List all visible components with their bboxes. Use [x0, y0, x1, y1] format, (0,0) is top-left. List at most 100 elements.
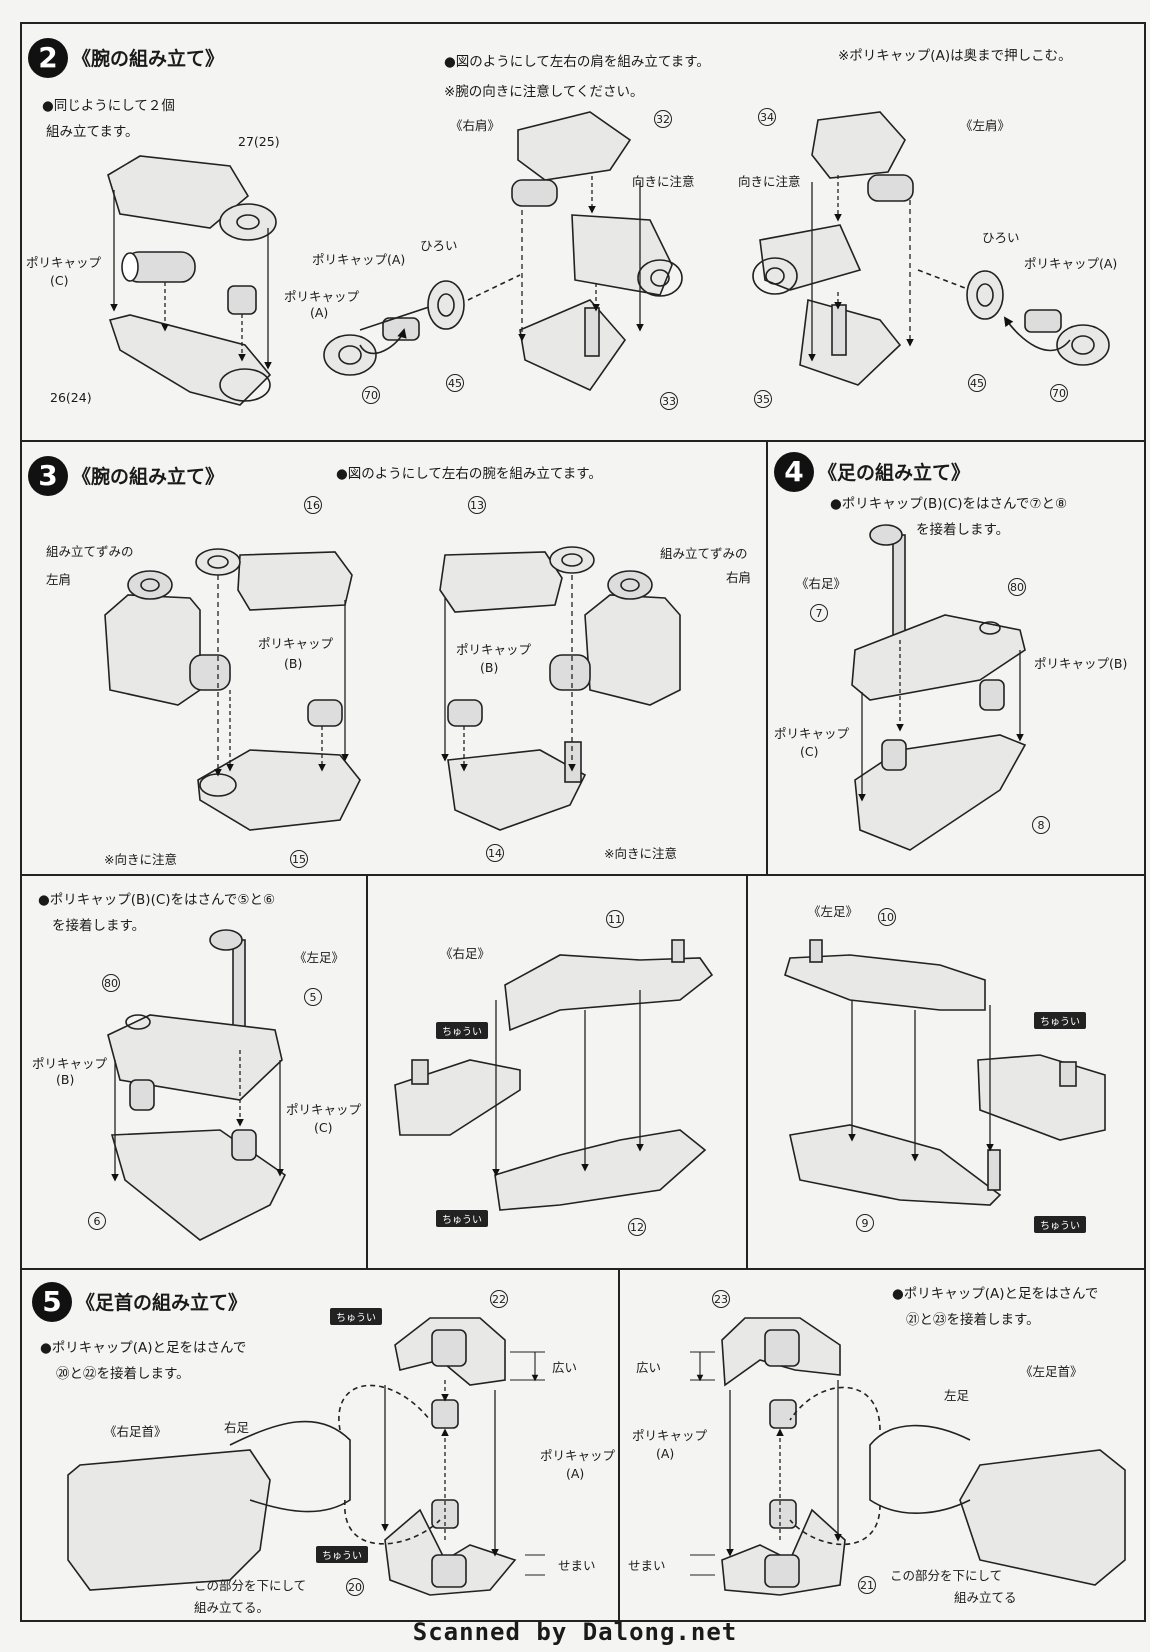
label-wide-right: ひろい [420, 238, 458, 253]
polycap-c-part [121, 251, 196, 283]
s4b-note-1: ●ポリキャップ(B)(C)をはさんで⑤と⑥ [38, 892, 276, 908]
polycap-b-right [447, 699, 483, 727]
arm-part-13 [439, 546, 595, 613]
right-shoulder-base-33 [519, 299, 627, 392]
part-num-6: 6 [88, 1212, 106, 1230]
left-part-45-cap [966, 270, 1004, 320]
assembled-right-shoulder [549, 570, 681, 706]
part-45-cap [427, 280, 465, 330]
label-polycap-b-s4: ポリキャップ(B) [1034, 656, 1128, 671]
label-left-leg-c: 《左足》 [808, 904, 859, 919]
right-foot-block [67, 1420, 351, 1591]
label-right-foot: 右足 [224, 1420, 250, 1435]
part-num-33: 33 [660, 392, 678, 410]
s5b-note-1: ●ポリキャップ(A)と足をはさんで [892, 1286, 1099, 1302]
foot-block-left [977, 1054, 1106, 1141]
label-polycap-a-s5b: ポリキャップ [632, 1428, 708, 1443]
label-polycap-c-r3-2: (C) [314, 1120, 333, 1135]
leg-part-80-right [869, 524, 906, 636]
label-polycap-c-r3: ポリキャップ [286, 1102, 362, 1117]
section-5-title: 《足首の組み立て》 [76, 1292, 248, 1314]
arm-part-16 [195, 548, 353, 611]
label-caution-left: ※向きに注意 [104, 852, 177, 867]
label-polycap-b-r3: ポリキャップ [32, 1056, 108, 1071]
right-shoulder-part-32 [511, 111, 632, 207]
label-left-shoulder: 《左肩》 [960, 118, 1011, 133]
caution-tag-r2: ちゅうい [436, 1210, 488, 1227]
part-num-5: 5 [304, 988, 322, 1006]
part-num-9: 9 [856, 1214, 874, 1232]
s5b-note-2: ㉑と㉓を接着します。 [906, 1312, 1040, 1328]
label-face-down-l1: この部分を下にして [890, 1568, 1003, 1583]
left-shoulder-block [752, 224, 862, 295]
part-num-45b: 45 [968, 374, 986, 392]
leg-part-6 [110, 1129, 287, 1241]
label-narrow-s5b: せまい [628, 1558, 666, 1573]
part-num-70a: 70 [362, 386, 380, 404]
s2-note-repeat: ●同じようにして２個 [42, 98, 175, 114]
part-num-20: 20 [346, 1578, 364, 1596]
arm-part-lower [108, 314, 272, 406]
divider-row3 [20, 1268, 1146, 1270]
caution-tag-l2: ちゅうい [1034, 1216, 1086, 1233]
right-shoulder-block [571, 214, 683, 297]
divider-row2 [20, 874, 1146, 876]
label-polycap-b-r3-2: (B) [56, 1072, 75, 1087]
section-3-number: 3 [28, 456, 68, 496]
divider-s3-s4 [766, 440, 768, 874]
label-polycap-c-2: (C) [50, 273, 69, 288]
caution-tag-s5-1: ちゅうい [330, 1308, 382, 1325]
label-face-down-r2: 組み立てる。 [194, 1600, 270, 1615]
part-num-34: 34 [758, 108, 776, 126]
label-assembled-left-1: 組み立てずみの [46, 544, 134, 559]
polycap-b-leg [979, 679, 1005, 711]
ankle-polycap-a-l2 [769, 1499, 797, 1529]
s4b-note-2: を接着します。 [52, 918, 146, 934]
label-polycap-a-s5-2: (A) [566, 1466, 585, 1481]
label-face-down-l2: 組み立てる [954, 1590, 1017, 1605]
label-polycap-c-s4: ポリキャップ [774, 726, 850, 741]
label-polycap-a: ポリキャップ [284, 289, 360, 304]
label-right-ankle: 《右足首》 [104, 1424, 167, 1439]
caution-tag-r1: ちゅうい [436, 1022, 488, 1039]
polycap-b-left [307, 699, 343, 727]
arm-part-15 [197, 749, 361, 831]
section-2-title: 《腕の組み立て》 [72, 48, 225, 70]
arm-part-upper [107, 155, 277, 241]
part-num-35: 35 [754, 390, 772, 408]
part-num-8: 8 [1032, 816, 1050, 834]
ankle-part-22 [394, 1317, 506, 1386]
ankle-polycap-a-r1 [431, 1399, 459, 1429]
label-wide-left: ひろい [982, 230, 1020, 245]
ankle-part-23 [721, 1317, 841, 1387]
leg-part-80-left [209, 929, 246, 1031]
label-polycap-b-left-2: (B) [284, 656, 303, 671]
label-caution-right: ※向きに注意 [604, 846, 677, 861]
scan-credit: Scanned by Dalong.net [412, 1618, 738, 1646]
foot-block-right [394, 1059, 521, 1136]
label-polycap-a-right: ポリキャップ(A) [1024, 256, 1118, 271]
ankle-part-20 [384, 1508, 517, 1596]
label-polycap-a-s5b-2: (A) [656, 1446, 675, 1461]
s5-note-1: ●ポリキャップ(A)と足をはさんで [40, 1340, 247, 1356]
caution-tag-l1: ちゅうい [1034, 1012, 1086, 1029]
label-facing-right: 向きに注意 [632, 174, 695, 189]
label-wide-s5: 広い [552, 1360, 578, 1375]
section-2-number: 2 [28, 38, 68, 78]
part-num-21: 21 [858, 1576, 876, 1594]
part-num-12: 12 [628, 1218, 646, 1236]
part-num-11: 11 [606, 910, 624, 928]
divider-r3b [746, 874, 748, 1268]
divider-r3a [366, 874, 368, 1268]
section-5-number: 5 [32, 1282, 72, 1322]
s5-note-2: ⑳と㉒を接着します。 [56, 1366, 190, 1382]
s2-note-shoulders: ●図のようにして左右の肩を組み立てます。 [444, 54, 710, 70]
label-assembled-left-2: 左肩 [46, 572, 72, 587]
arm-part-14 [447, 741, 587, 831]
section-4-title: 《足の組み立て》 [818, 462, 971, 484]
s2-note-repeat-2: 組み立てます。 [46, 124, 139, 140]
part-num-27: 27(25) [238, 134, 280, 149]
left-polycap-a-shaft [1024, 309, 1062, 333]
